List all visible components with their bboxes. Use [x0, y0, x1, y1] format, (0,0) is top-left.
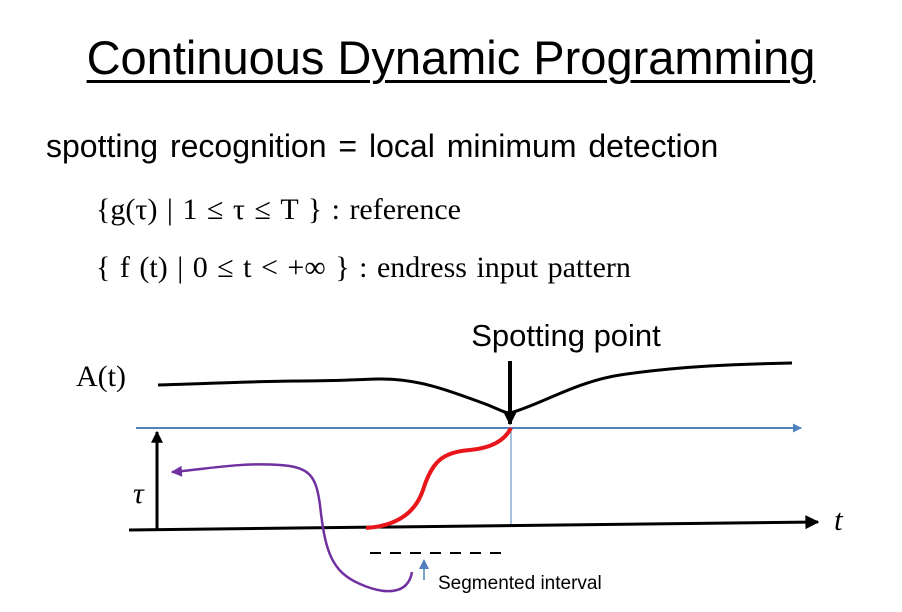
segmented-interval-label: Segmented interval [438, 573, 602, 594]
interval-to-tau-arrow [170, 463, 414, 593]
accumulated-distance-curve [157, 361, 793, 415]
slide-subtitle: spotting recognition = local minimum det… [46, 128, 719, 164]
warping-path [365, 427, 513, 530]
time-axis [128, 515, 820, 532]
reference-formula: {g(τ) | 1 ≤ τ ≤ T } : reference [96, 193, 461, 226]
input-formula: { f (t) | 0 ≤ t < +∞ } : endress input p… [96, 251, 631, 284]
slide-title-text: Continuous Dynamic Programming [86, 31, 816, 84]
spotting-point-label: Spotting point [471, 318, 661, 353]
tau-axis-label: τ [133, 477, 145, 510]
time-axis-label: t [834, 502, 844, 537]
curve-label: A(t) [76, 360, 126, 393]
slide-title: Continuous Dynamic Programming [0, 30, 902, 86]
